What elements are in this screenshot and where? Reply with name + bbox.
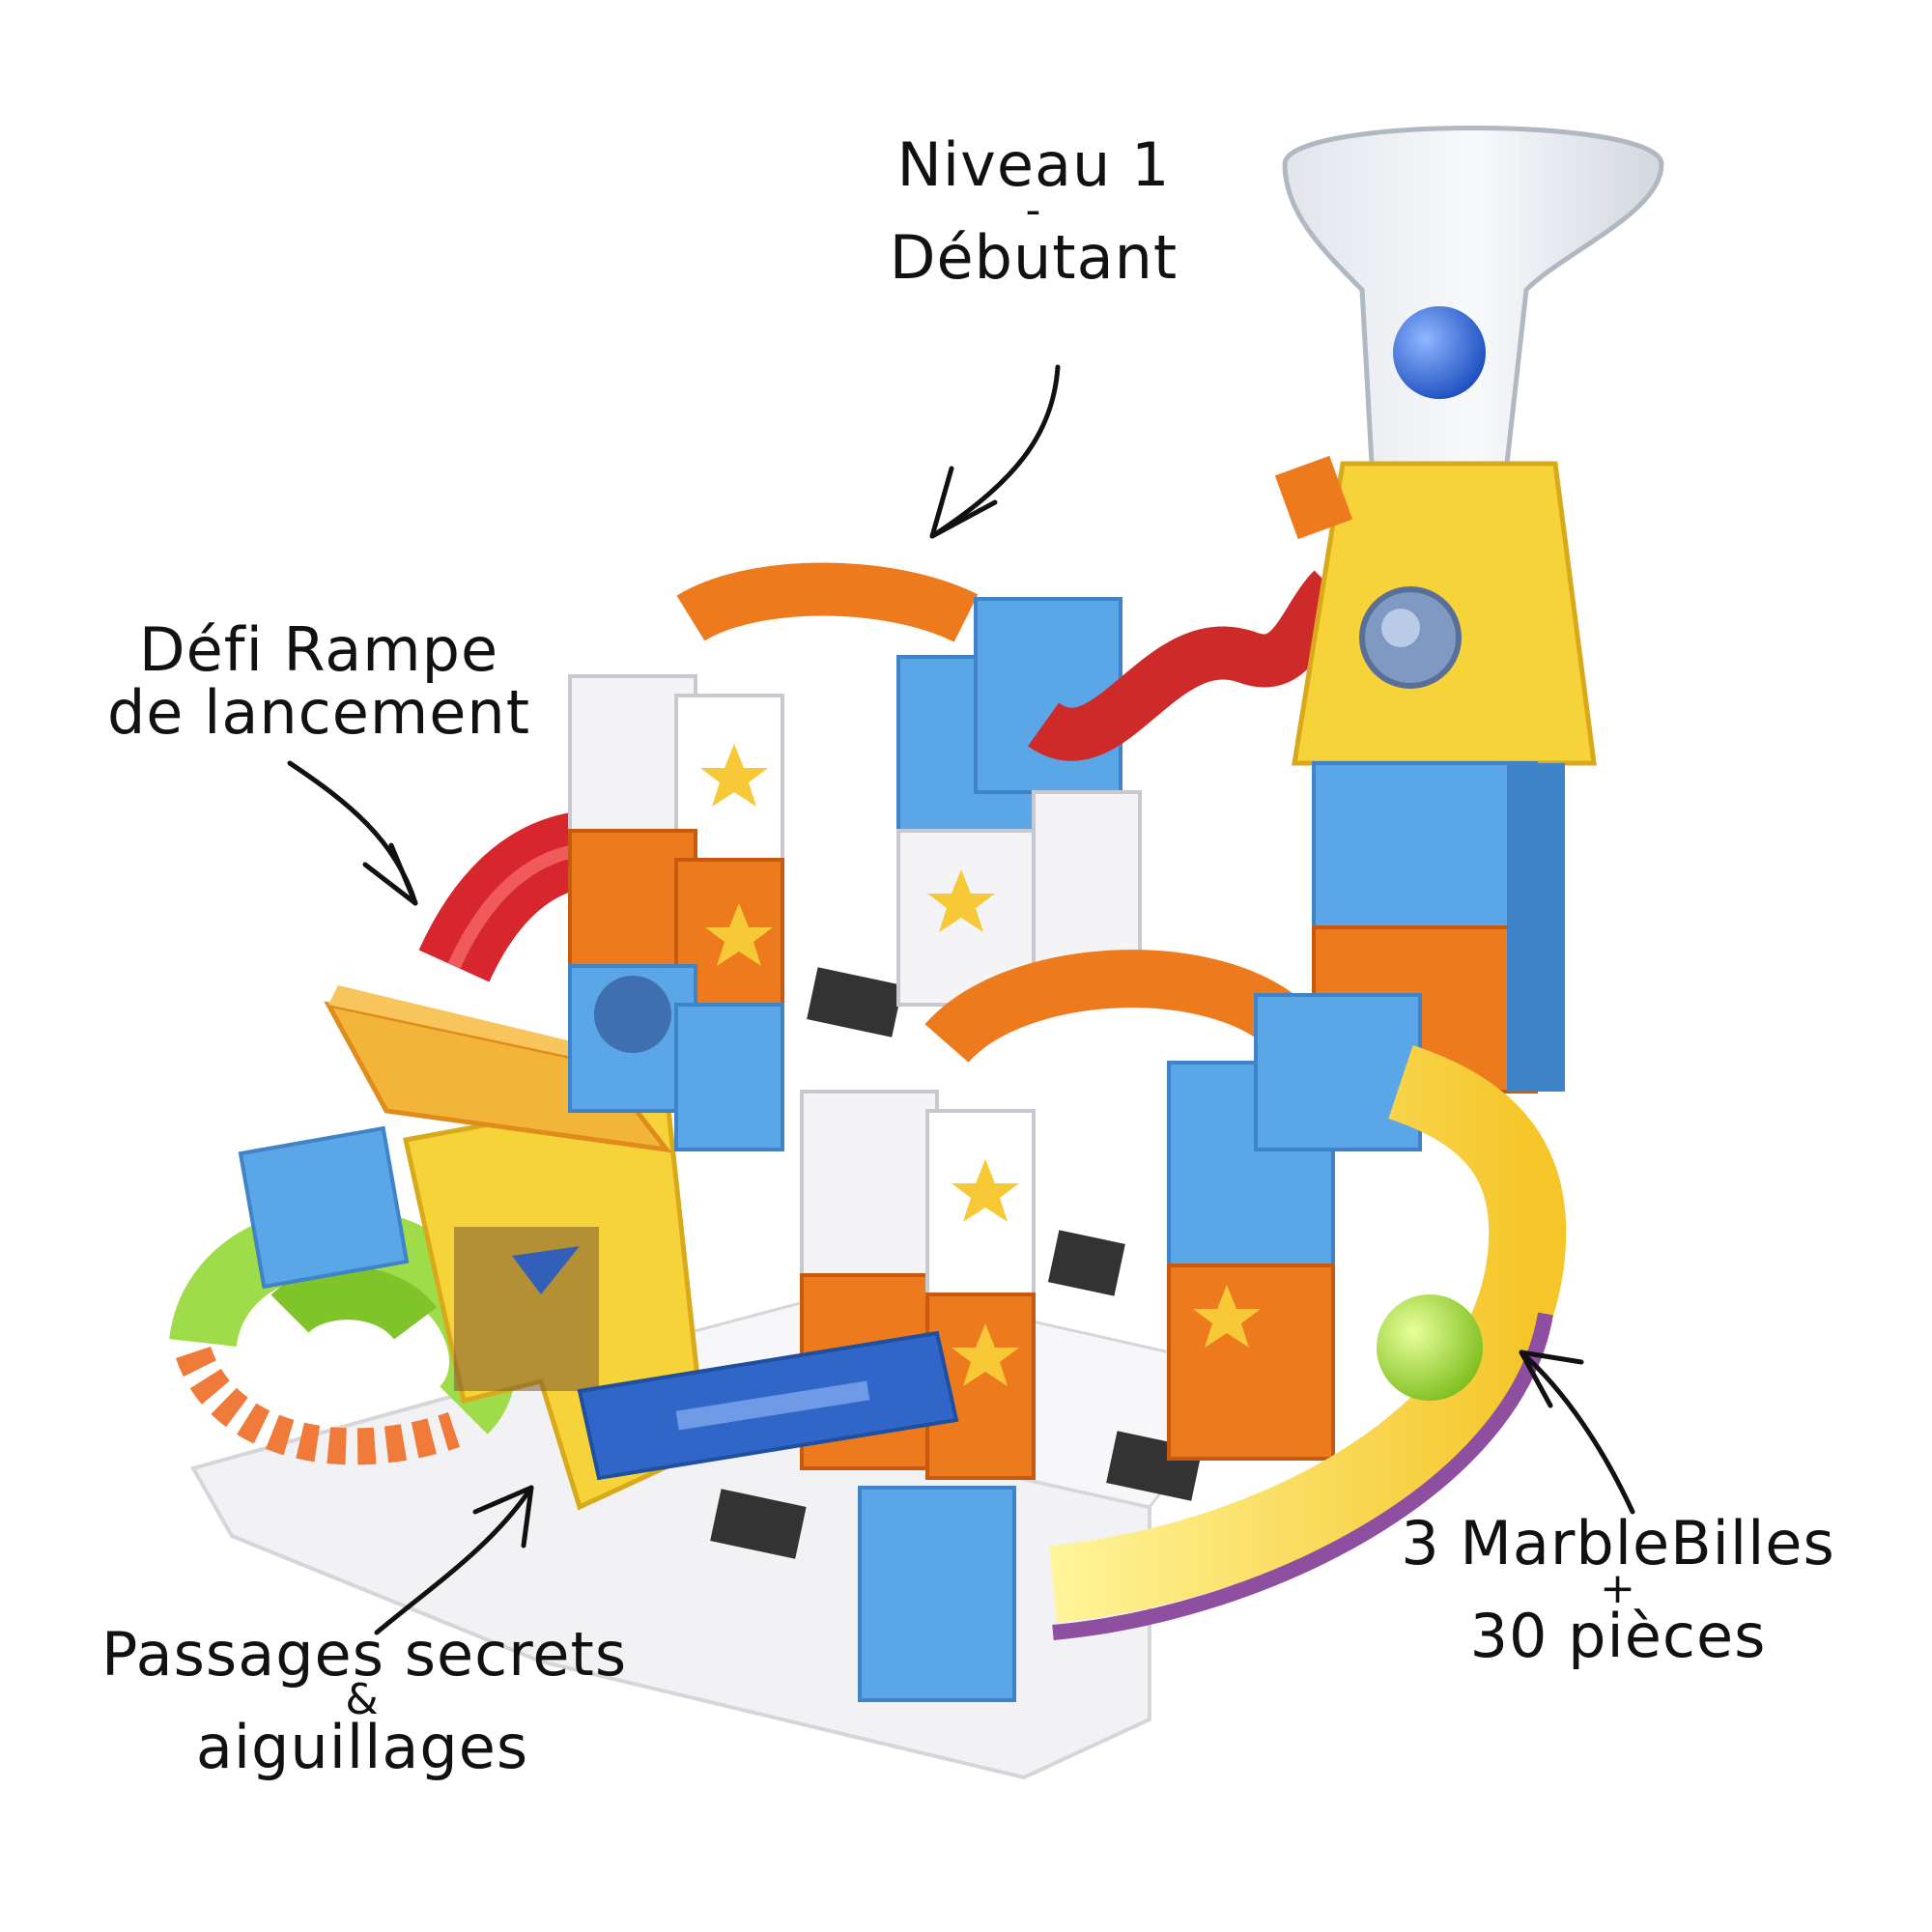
label-ramp: Défi Rampe de lancement bbox=[92, 618, 546, 744]
red-wavy-chute bbox=[1028, 570, 1353, 761]
front-towers bbox=[800, 993, 1422, 1480]
funnel-icon bbox=[1282, 126, 1664, 467]
label-level: Niveau 1 - Débutant bbox=[869, 133, 1198, 289]
arrow-icon bbox=[287, 760, 418, 906]
label-secret-passages: Passages secrets & aiguillages bbox=[101, 1619, 628, 1782]
label-marbles-line2: 30 pièces bbox=[1469, 1600, 1767, 1671]
center-tower bbox=[896, 597, 1142, 1007]
annotation-arrows bbox=[287, 364, 1635, 1635]
star-icon bbox=[1193, 1285, 1261, 1348]
star-icon bbox=[700, 744, 768, 807]
left-tower bbox=[568, 674, 784, 1151]
arrow-icon bbox=[929, 364, 1061, 539]
arrow-icon bbox=[1519, 1350, 1635, 1515]
label-ramp-line1: Défi Rampe bbox=[138, 614, 499, 685]
label-ramp-line2: de lancement bbox=[106, 677, 531, 749]
label-marbles: 3 MarbleBilles + 30 pièces bbox=[1391, 1512, 1845, 1667]
marble-ball-icon bbox=[1377, 1294, 1483, 1401]
yellow-curve-track bbox=[1049, 1045, 1567, 1640]
arrow-icon bbox=[929, 466, 998, 539]
label-level-separator: - bbox=[1025, 185, 1042, 236]
arrow-icon bbox=[362, 842, 418, 906]
funnel-tower bbox=[1274, 126, 1664, 1094]
label-level-line1: Niveau 1 bbox=[896, 129, 1171, 200]
star-icon bbox=[952, 1323, 1019, 1386]
orange-mid-curve bbox=[924, 950, 1304, 1064]
marble-ball-icon bbox=[1393, 306, 1486, 399]
star-icon bbox=[927, 869, 995, 932]
blue-track bbox=[577, 1330, 1016, 1702]
label-marbles-line1: 3 MarbleBilles bbox=[1401, 1508, 1835, 1578]
star-icon bbox=[952, 1159, 1019, 1222]
label-secret-line2: aiguillages bbox=[195, 1711, 529, 1782]
label-marbles-separator: + bbox=[1600, 1564, 1636, 1614]
arrow-icon bbox=[472, 1485, 534, 1548]
arrow-icon bbox=[374, 1485, 534, 1635]
star-icon bbox=[705, 903, 773, 966]
orange-top-curve bbox=[676, 562, 979, 642]
label-level-line2: Débutant bbox=[889, 221, 1179, 293]
label-secret-line1: Passages secrets bbox=[101, 1619, 628, 1690]
arrow-icon bbox=[1519, 1350, 1584, 1408]
label-secret-separator: & bbox=[345, 1675, 380, 1725]
